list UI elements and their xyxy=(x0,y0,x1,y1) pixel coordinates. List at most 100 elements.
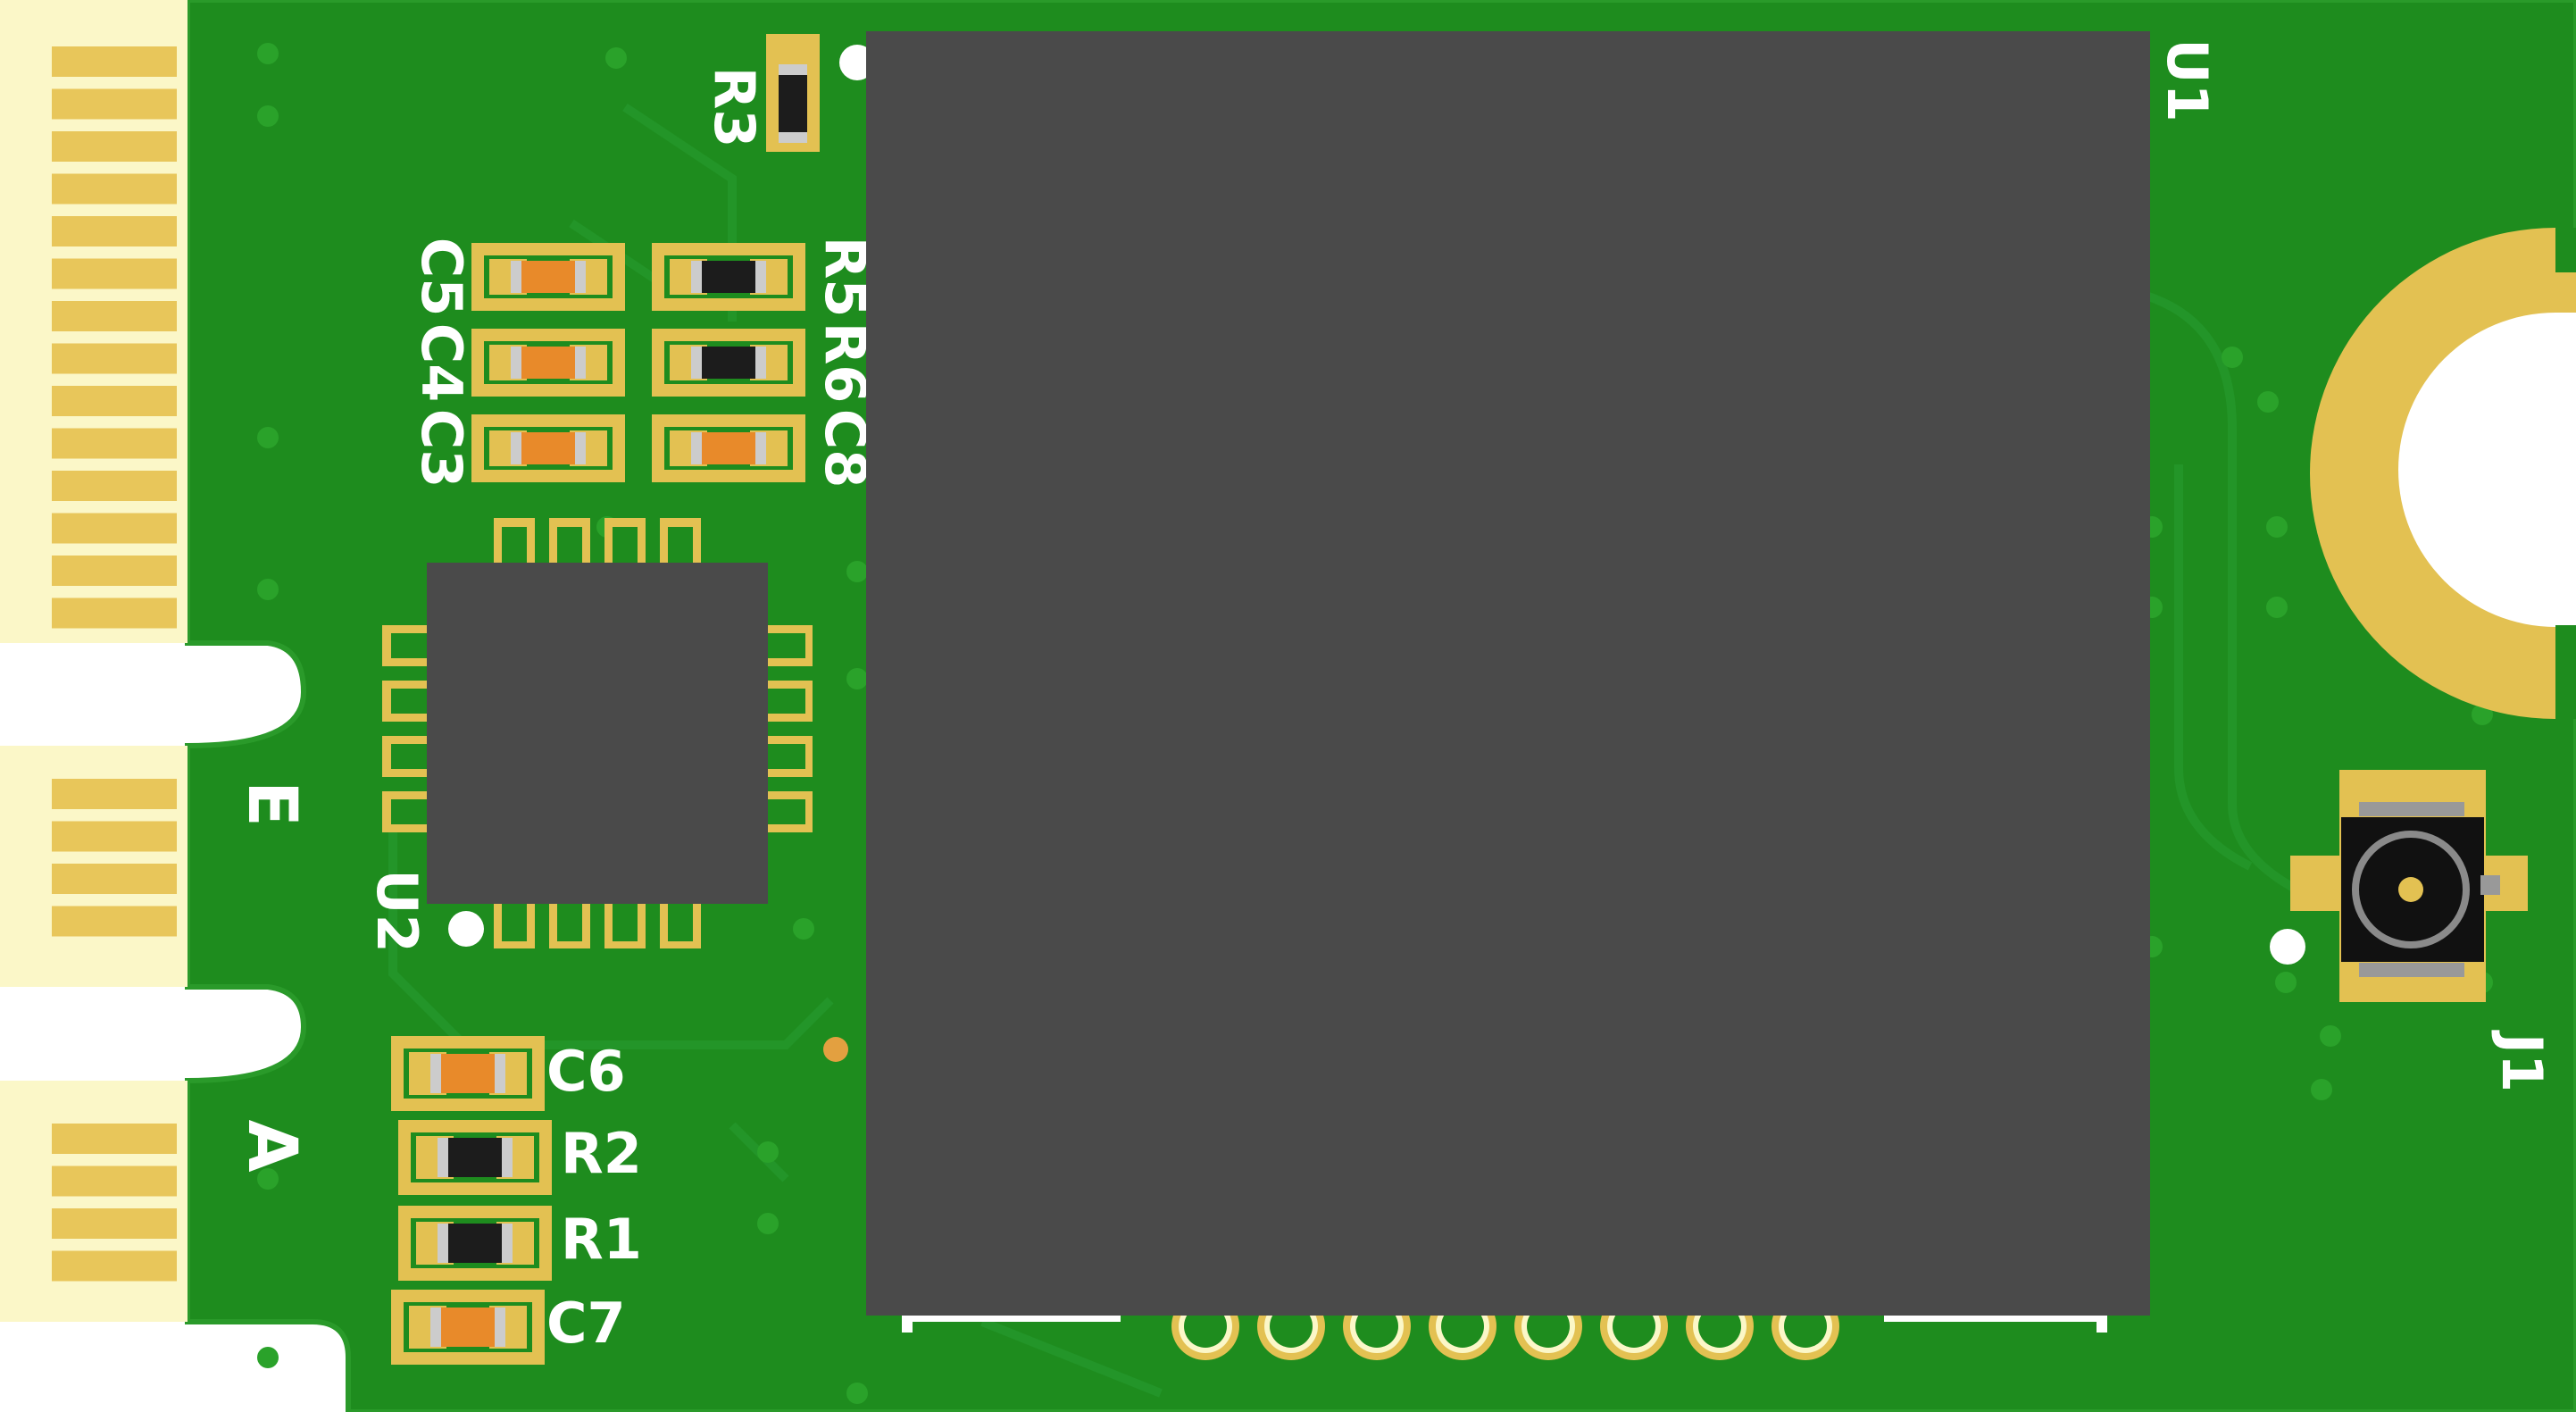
u2-pad-bottom-inner xyxy=(668,904,693,941)
component-body xyxy=(511,261,586,293)
edge-connector-fingers xyxy=(52,46,177,1282)
edge-finger xyxy=(52,88,177,120)
u2-pad-left-inner xyxy=(391,799,429,824)
bottom-passives xyxy=(391,1036,552,1365)
u2-pad-left-inner xyxy=(391,633,429,658)
edge-finger xyxy=(52,301,177,331)
passive-components-cluster xyxy=(471,243,805,482)
label-c3: C3 xyxy=(409,409,474,489)
terminal-right xyxy=(575,347,586,379)
terminal-left xyxy=(511,347,521,379)
capacitor-c6 xyxy=(391,1036,545,1111)
terminal-right xyxy=(755,347,766,379)
label-r2: R2 xyxy=(561,1121,642,1186)
edge-finger xyxy=(52,471,177,501)
edge-finger xyxy=(52,258,177,289)
component-body xyxy=(438,1224,513,1263)
terminal-right xyxy=(575,261,586,293)
edge-finger xyxy=(52,216,177,246)
edge-finger xyxy=(52,1124,177,1154)
edge-finger xyxy=(52,597,177,629)
u2-pad-bottom-inner xyxy=(502,904,527,941)
u2-pin1-marker xyxy=(448,911,484,947)
capacitor-c4 xyxy=(471,329,625,397)
u2-pad-right-inner xyxy=(768,799,805,824)
u2-pad-right-inner xyxy=(768,744,805,769)
edge-finger xyxy=(52,1166,177,1197)
terminal-left xyxy=(691,432,702,464)
connector-j1 xyxy=(2290,770,2528,1002)
u2-pad-top-inner xyxy=(668,527,693,564)
label-u1: U1 xyxy=(2155,38,2220,121)
edge-finger xyxy=(52,821,177,852)
edge-finger xyxy=(52,513,177,544)
terminal-left xyxy=(438,1138,448,1177)
mounting-slot-hole xyxy=(2398,313,2576,627)
resistor-r2 xyxy=(398,1120,552,1195)
label-r3: R3 xyxy=(702,67,767,148)
mounting-slot-edge-top xyxy=(2555,228,2576,272)
u2-pad-right-inner xyxy=(768,633,805,658)
edge-finger xyxy=(52,1250,177,1282)
j1-coax-center xyxy=(2398,877,2423,902)
j1-coax-ring xyxy=(2352,831,2470,948)
component-body xyxy=(511,432,586,464)
edge-finger xyxy=(52,173,177,205)
component-body xyxy=(430,1308,505,1347)
terminal-right xyxy=(495,1308,505,1347)
label-c6: C6 xyxy=(546,1039,626,1104)
terminal-left xyxy=(438,1224,448,1263)
u2-pad-left-inner xyxy=(391,744,429,769)
u2-pad-right-inner xyxy=(768,689,805,714)
terminal-right xyxy=(495,1054,505,1093)
edge-finger xyxy=(52,1208,177,1239)
label-c4: C4 xyxy=(409,323,474,403)
label-u2: U2 xyxy=(364,869,429,952)
component-body xyxy=(691,347,766,379)
edge-finger xyxy=(52,386,177,416)
edge-finger xyxy=(52,428,177,459)
u2-pad-left-inner xyxy=(391,689,429,714)
u2-pad-top-inner xyxy=(557,527,582,564)
edge-finger xyxy=(52,556,177,586)
resistor-r1 xyxy=(398,1206,552,1281)
terminal-right xyxy=(755,261,766,293)
capacitor-c7 xyxy=(391,1290,545,1365)
terminal-left xyxy=(691,347,702,379)
edge-finger xyxy=(52,343,177,374)
resistor-r5 xyxy=(652,243,805,311)
terminal-right xyxy=(502,1138,513,1177)
terminal-right xyxy=(755,432,766,464)
mounting-slot-edge-bottom xyxy=(2555,625,2576,719)
component-body xyxy=(511,347,586,379)
key-label-a: A xyxy=(233,1120,313,1173)
terminal-left xyxy=(511,432,521,464)
test-point xyxy=(823,1037,848,1062)
edge-finger xyxy=(52,131,177,162)
label-r1: R1 xyxy=(561,1207,642,1272)
edge-finger xyxy=(52,864,177,894)
u2-pad-bottom-inner xyxy=(613,904,638,941)
label-c5: C5 xyxy=(409,238,474,317)
edge-finger xyxy=(52,906,177,937)
label-j1: J1 xyxy=(2489,1030,2555,1092)
terminal-left xyxy=(511,261,521,293)
component-body xyxy=(691,432,766,464)
capacitor-c3 xyxy=(471,414,625,482)
ic-u2-body xyxy=(427,563,768,904)
resistor-r3 xyxy=(766,34,820,152)
capacitor-c5 xyxy=(471,243,625,311)
terminal-left xyxy=(430,1054,441,1093)
u2-pad-top-inner xyxy=(613,527,638,564)
component-body xyxy=(691,261,766,293)
edge-finger xyxy=(52,46,177,77)
key-label-e: E xyxy=(233,781,313,827)
edge-finger-area-bottom xyxy=(0,1081,188,1322)
terminal-left xyxy=(691,261,702,293)
edge-finger xyxy=(52,779,177,809)
j1-pin1-marker xyxy=(2270,929,2305,965)
module-u1-body xyxy=(866,31,2150,1316)
label-c7: C7 xyxy=(546,1291,626,1356)
u2-pad-top-inner xyxy=(502,527,527,564)
